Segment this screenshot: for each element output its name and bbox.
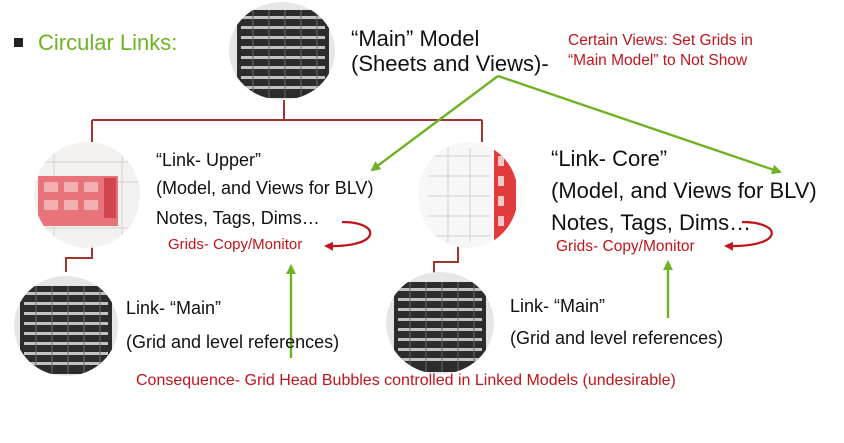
link-core-thumbnail xyxy=(418,142,518,248)
bullet-square xyxy=(14,38,23,47)
main-note-line2: “Main Model” to Not Show xyxy=(568,52,748,69)
link-main-left-title: Link- “Main” xyxy=(126,298,222,318)
main-note-line1: Certain Views: Set Grids in xyxy=(568,32,753,49)
link-main-right-thumbnail xyxy=(386,272,494,374)
link-main-right-sub: (Grid and level references) xyxy=(510,328,724,348)
consequence-text: Consequence- Grid Head Bubbles controlle… xyxy=(136,372,676,389)
link-main-left-sub: (Grid and level references) xyxy=(126,332,340,352)
link-upper-title: “Link- Upper” xyxy=(156,150,262,170)
main-model-title: “Main” Model xyxy=(351,26,480,51)
link-core-line2: (Model, and Views for BLV) xyxy=(551,178,817,203)
link-upper-grids: Grids- Copy/Monitor xyxy=(168,236,303,253)
link-main-right-title: Link- “Main” xyxy=(510,296,606,316)
arrow-to-link-upper xyxy=(370,75,499,172)
circular-links-heading: Circular Links: xyxy=(38,30,178,55)
main-model-subtitle: (Sheets and Views)- xyxy=(351,51,549,76)
red-curve-arrows xyxy=(324,220,773,251)
main-model-thumbnail xyxy=(229,2,335,100)
green-arrows xyxy=(286,74,782,358)
curve-arrow-left xyxy=(324,220,372,251)
link-core-line3: Notes, Tags, Dims… xyxy=(551,210,752,235)
link-main-left-thumbnail xyxy=(14,276,118,376)
curve-arrow-right xyxy=(724,220,773,251)
link-upper-line3: Notes, Tags, Dims… xyxy=(156,208,320,228)
link-core-grids: Grids- Copy/Monitor xyxy=(556,238,695,255)
link-upper-thumbnail xyxy=(34,142,140,248)
arrow-to-link-core xyxy=(497,74,782,175)
link-core-title: “Link- Core” xyxy=(551,146,668,171)
link-upper-line2: (Model, and Views for BLV) xyxy=(156,178,374,198)
